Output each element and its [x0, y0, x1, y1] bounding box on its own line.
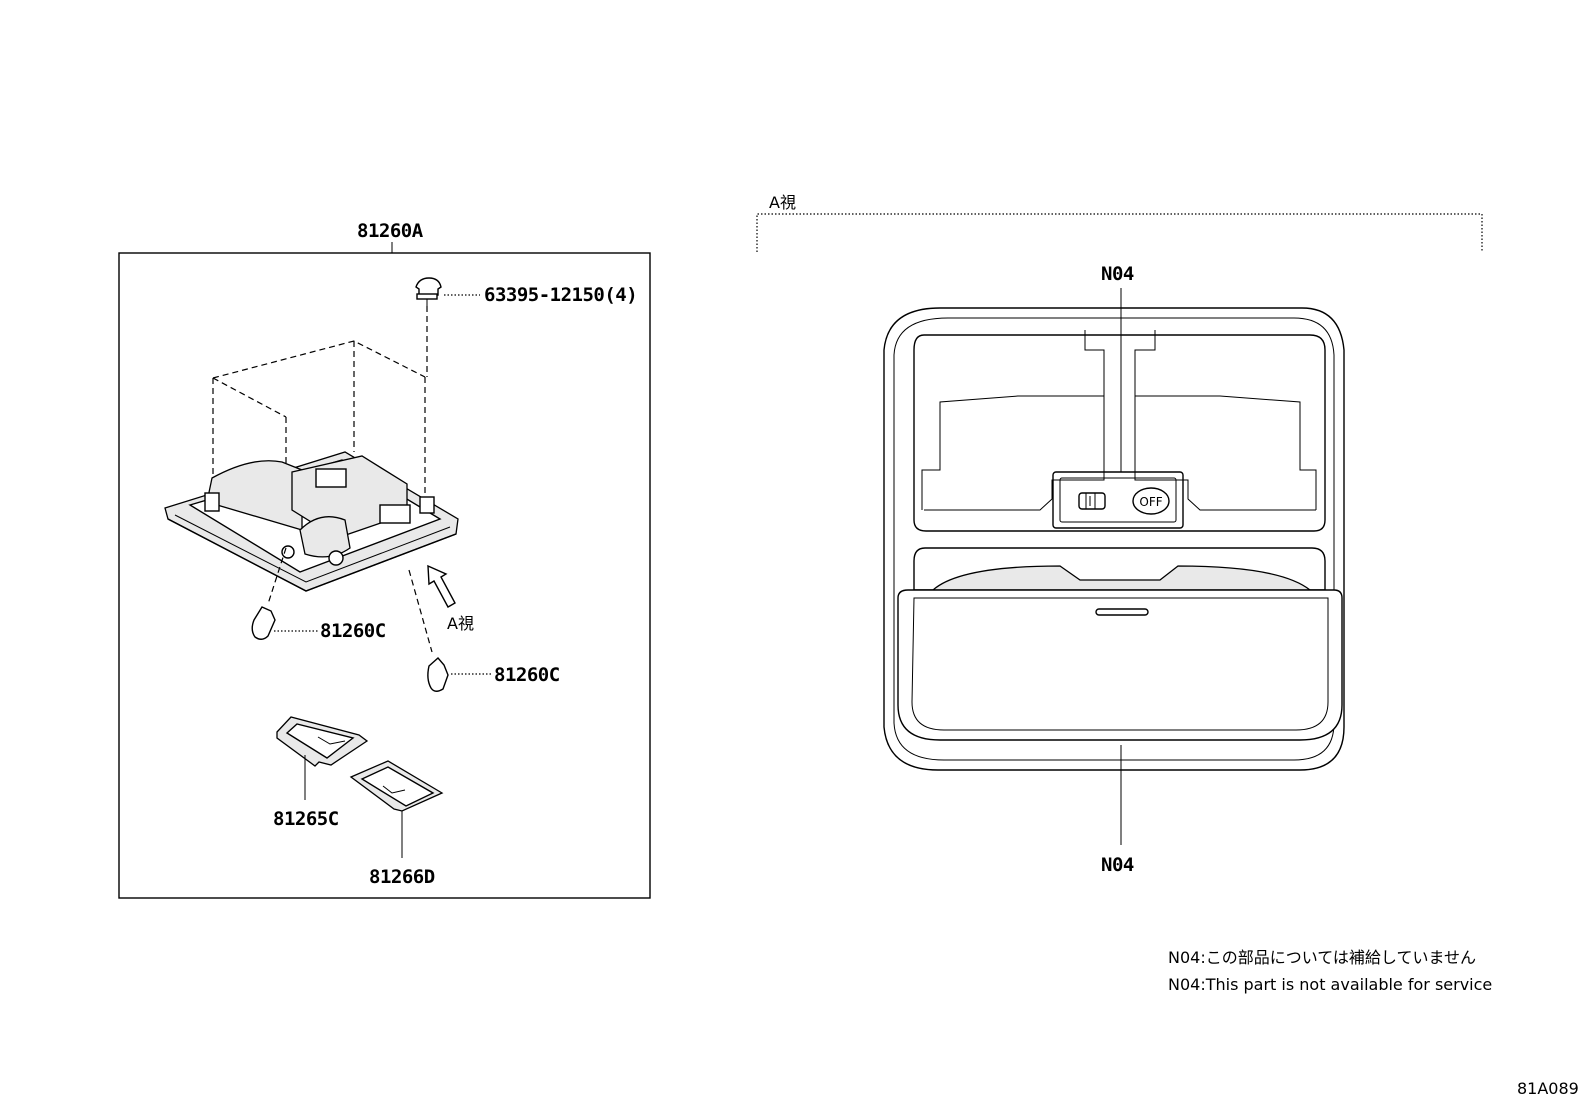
assembly-label: 81260A [357, 220, 424, 242]
figure-code: 81A089 [1517, 1079, 1579, 1098]
lens-cover-icon [349, 760, 444, 812]
sunglass-holder-door[interactable] [897, 589, 1343, 741]
view-a-arrow-icon [427, 564, 456, 608]
note-japanese: N04:この部品については補給していません [1168, 948, 1476, 967]
view-a-panel: A視 N04 OFF [756, 193, 1483, 876]
exploded-view-panel: 81260A 63395-12150(4) [118, 220, 651, 899]
lens-label-1: 81265C [273, 808, 339, 830]
bulb-icon [427, 657, 449, 692]
lens-label-2: 81266D [369, 866, 435, 888]
n04-bottom-label: N04 [1101, 854, 1134, 876]
view-title: A視 [769, 193, 796, 212]
view-bracket [756, 213, 1483, 252]
bulb-icon [251, 606, 276, 640]
view-arrow-label: A視 [447, 614, 474, 633]
door-pull-slot[interactable] [1095, 608, 1149, 616]
overhead-console-icon: OFF [883, 307, 1345, 771]
lens-cover-icon [276, 716, 369, 767]
off-switch-label: OFF [1139, 495, 1162, 509]
off-switch-button[interactable]: OFF [1132, 487, 1170, 515]
clip-label: 63395-12150(4) [484, 284, 637, 306]
bulb-label-1: 81260C [320, 620, 386, 642]
bulb-label-2: 81260C [494, 664, 560, 686]
clip-icon [415, 277, 442, 306]
assembly-frame [118, 252, 651, 899]
map-lamp-housing-icon [164, 451, 459, 592]
note-english: N04:This part is not available for servi… [1168, 975, 1492, 994]
n04-top-label: N04 [1101, 263, 1134, 285]
lamp-switch-panel [1052, 471, 1184, 529]
door-switch-icon[interactable] [1078, 492, 1106, 510]
